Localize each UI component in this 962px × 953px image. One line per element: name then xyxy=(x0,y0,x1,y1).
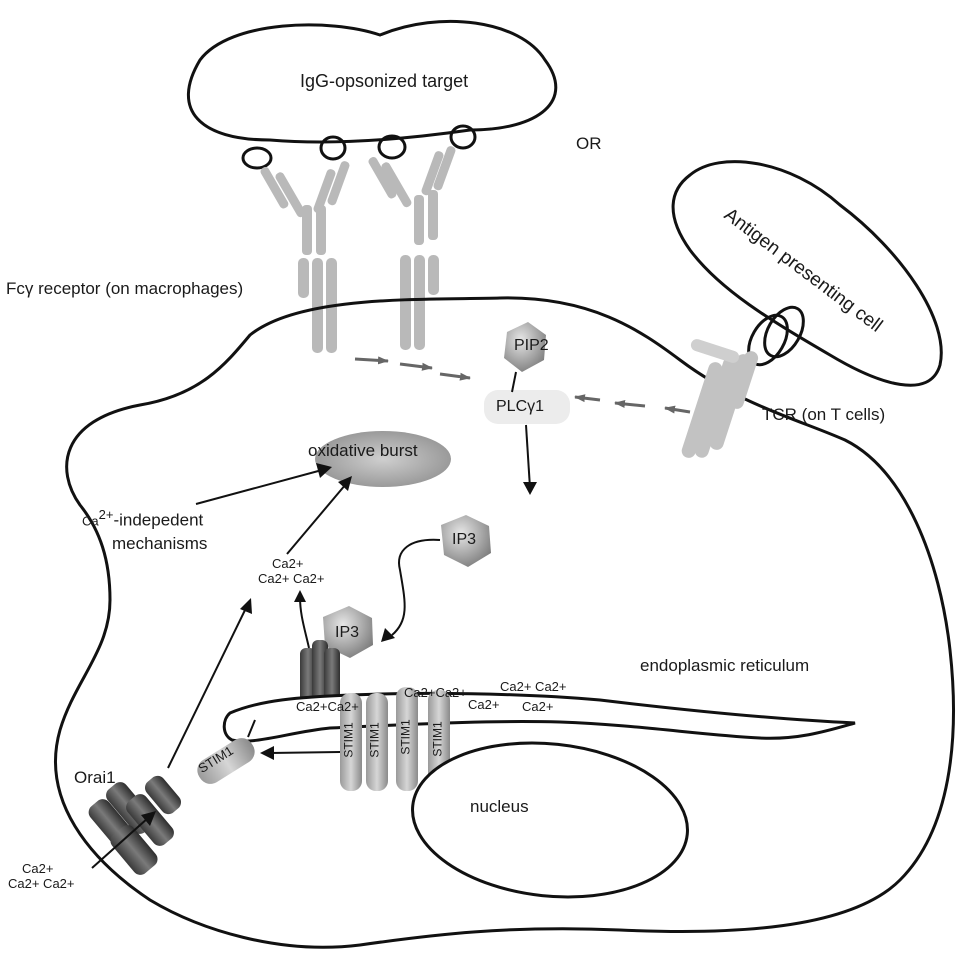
ca-indep-sup: 2+ xyxy=(99,507,114,522)
plc-to-ip3-arrow xyxy=(526,425,530,488)
ip3-curve-arrow xyxy=(392,540,440,635)
ca-er-4: Ca2+ Ca2+ xyxy=(500,680,567,694)
fc-receptor-right xyxy=(367,145,457,350)
fc-receptor-label: Fcγ receptor (on macrophages) xyxy=(6,280,243,299)
fc-receptor-left xyxy=(259,160,351,353)
ca-mid-1: Ca2+ xyxy=(272,557,303,571)
ip3-label-b: IP3 xyxy=(335,624,359,642)
stim1-label-2: STIM1 xyxy=(368,722,382,757)
ca-out-2: Ca2+ Ca2+ xyxy=(8,877,75,891)
mechanisms-label: mechanisms xyxy=(112,535,207,554)
ca-er-3: Ca2+ xyxy=(468,698,499,712)
orai1-label: Orai1 xyxy=(74,769,116,788)
stim1-label-4: STIM1 xyxy=(431,721,445,756)
stim1-label-1: STIM1 xyxy=(342,722,356,757)
target-label: IgG-opsonized target xyxy=(300,72,468,92)
or-label: OR xyxy=(576,135,602,154)
ca-out-1: Ca2+ xyxy=(22,862,53,876)
stim1-label-3: STIM1 xyxy=(399,719,413,754)
ca-er-5: Ca2+ xyxy=(522,700,553,714)
ca-er-1: Ca2+Ca2+ xyxy=(296,700,359,714)
ip3-label-a: IP3 xyxy=(452,531,476,549)
plc-label: PLCγ1 xyxy=(496,398,544,416)
er-label: endoplasmic reticulum xyxy=(640,657,809,676)
ca-independent-label: Ca2+-indepedent xyxy=(82,508,203,530)
orai1-channel xyxy=(85,773,184,879)
ca-indep-ca: Ca xyxy=(82,514,99,529)
tcr-label: TCR (on T cells) xyxy=(762,406,885,425)
fcr-signal-arrows xyxy=(355,359,470,378)
nucleus-label: nucleus xyxy=(470,798,529,817)
ca-indep-line1: -indepedent xyxy=(113,511,203,530)
tcr-complex xyxy=(680,338,760,460)
tcr-signal-arrows xyxy=(575,397,690,412)
antigen-loop xyxy=(243,148,271,168)
ca-er-2: Ca2+Ca2+ xyxy=(404,686,467,700)
oxidative-burst-label: oxidative burst xyxy=(308,442,418,461)
pip2-label: PIP2 xyxy=(514,337,549,355)
ca-mid-2: Ca2+ Ca2+ xyxy=(258,572,325,586)
